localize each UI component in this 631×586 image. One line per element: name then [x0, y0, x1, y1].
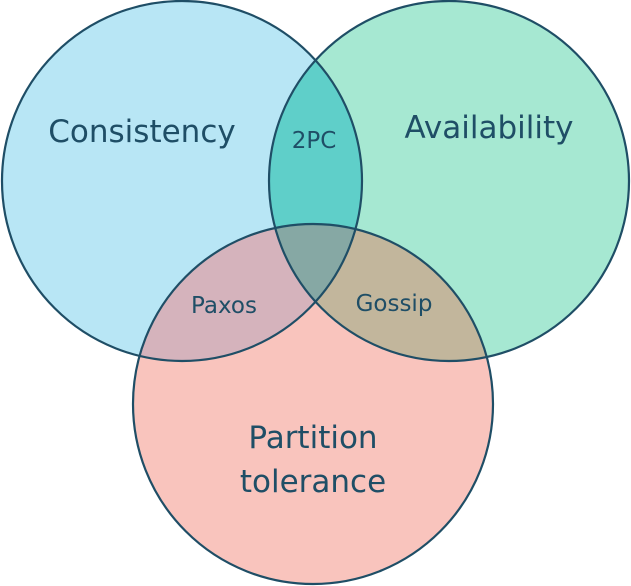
partition-tolerance-label-line-2: tolerance	[240, 464, 386, 500]
partition-tolerance-label-line-1: Partition	[248, 420, 377, 456]
paxos-label: Paxos	[191, 293, 257, 319]
gossip-label: Gossip	[356, 291, 433, 317]
consistency-partition-overlap	[133, 224, 362, 361]
consistency-outline	[0, 0, 364, 363]
availability-outline	[267, 0, 631, 363]
availability-partition-overlap	[269, 224, 493, 361]
consistency-label: Consistency	[48, 114, 235, 150]
partition-tolerance-outline	[131, 222, 495, 586]
availability-label: Availability	[405, 110, 574, 146]
2pc-label: 2PC	[292, 128, 337, 154]
